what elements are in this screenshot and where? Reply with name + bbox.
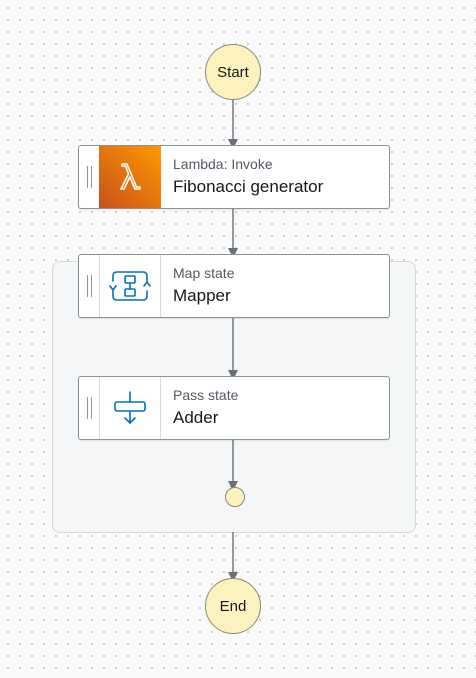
drag-handle[interactable] [79,146,99,208]
lambda-icon [99,146,161,208]
drag-handle[interactable] [79,377,99,439]
start-node[interactable]: Start [205,44,261,100]
map-end-node [225,487,245,507]
state-type-label: Pass state [173,387,239,403]
state-name: Fibonacci generator [173,177,324,196]
end-node[interactable]: End [205,578,261,634]
state-card-fibonacci-generator[interactable]: Lambda: Invoke Fibonacci generator [78,145,390,209]
state-card-adder[interactable]: Pass state Adder [78,376,390,440]
state-name: Mapper [173,286,231,305]
pass-state-icon [99,377,161,439]
state-card-mapper[interactable]: Map state Mapper [78,254,390,318]
state-type-label: Lambda: Invoke [173,156,273,172]
drag-handle[interactable] [79,255,99,317]
end-label: End [219,597,247,615]
map-state-icon [99,255,161,317]
state-type-label: Map state [173,265,235,281]
state-name: Adder [173,408,219,427]
start-label: Start [217,63,249,81]
